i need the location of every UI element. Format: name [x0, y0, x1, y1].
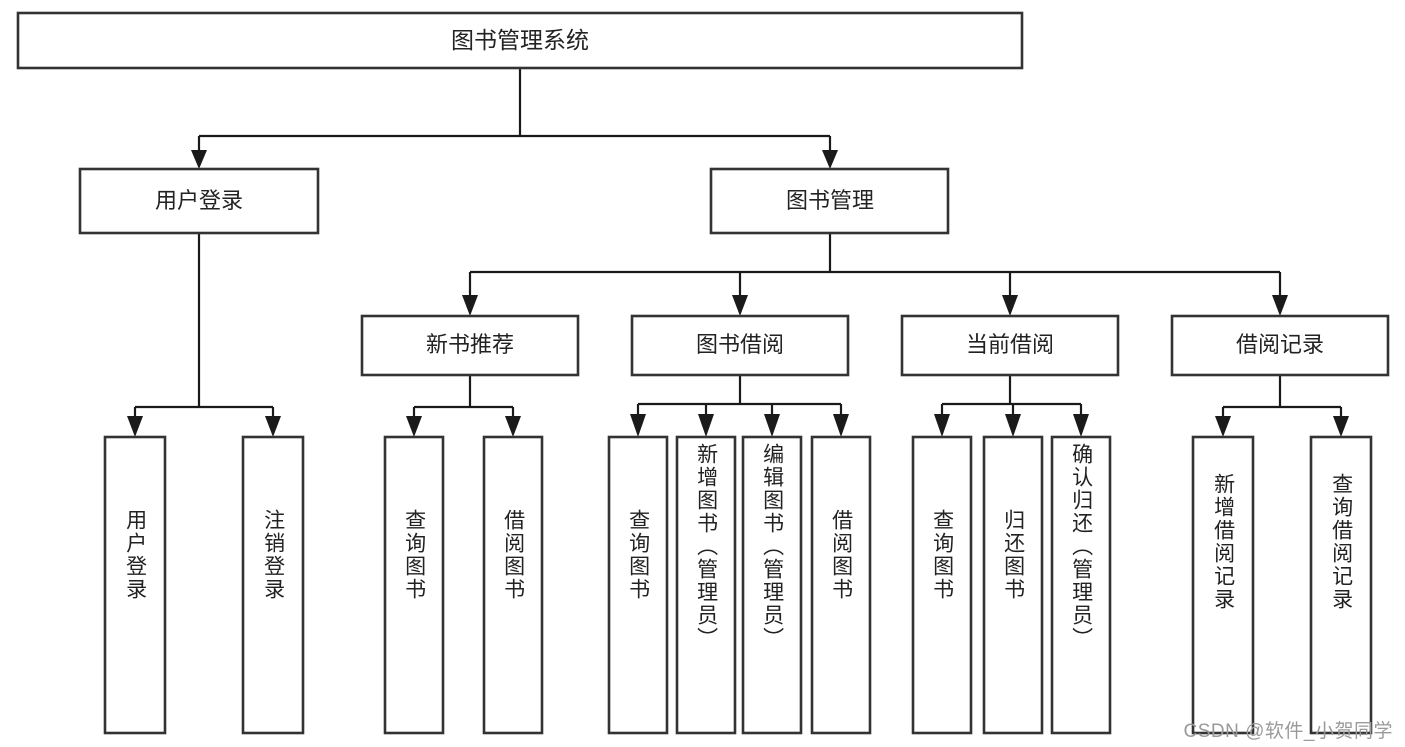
leaf-box-borrow-book-2[interactable]	[810, 435, 872, 735]
new-book-recommend-box[interactable]	[360, 314, 580, 377]
arrow-head-leaf-user-login	[127, 416, 143, 437]
arrow-head-user-login	[191, 150, 207, 169]
leaf-box-query-record[interactable]	[1309, 435, 1373, 735]
leaf-box-logout[interactable]	[241, 435, 305, 735]
user-login-label: 用户登录	[155, 188, 243, 213]
connector-group-borrow-record-to-leaves	[1215, 375, 1349, 437]
leaf-box-confirm-return[interactable]	[1050, 435, 1112, 735]
current-borrow-label: 当前借阅	[966, 332, 1054, 357]
leaf-boxes-group	[103, 435, 1373, 735]
arrow-head-borrow-record	[1272, 295, 1288, 316]
node-book-manage[interactable]: 图书管理	[709, 167, 950, 235]
arrow-head-leaf-add-record	[1215, 416, 1231, 437]
book-manage-box[interactable]	[709, 167, 950, 235]
arrow-head-leaf-query-book-1	[406, 416, 422, 437]
leaf-box-query-book-2[interactable]	[607, 435, 669, 735]
connector-group-book-manage-to-level3	[462, 233, 1288, 316]
node-new-book-recommend[interactable]: 新书推荐	[360, 314, 580, 377]
connector-group-current-borrow-to-leaves	[934, 375, 1089, 437]
node-borrow-record[interactable]: 借阅记录	[1170, 314, 1390, 377]
arrow-head-leaf-borrow-book-2	[833, 414, 849, 437]
book-manage-label: 图书管理	[786, 188, 874, 213]
book-borrow-box[interactable]	[630, 314, 850, 377]
leaf-box-return-book[interactable]	[982, 435, 1044, 735]
new-book-recommend-label: 新书推荐	[426, 332, 514, 357]
connector-group-root-to-level2	[191, 68, 838, 169]
arrow-head-leaf-logout	[265, 416, 281, 437]
book-borrow-label: 图书借阅	[696, 332, 784, 357]
arrow-head-leaf-borrow-book-1	[505, 416, 521, 437]
arrow-head-leaf-confirm-return	[1073, 414, 1089, 437]
connector-group-book-borrow-to-leaves	[630, 375, 849, 437]
current-borrow-box[interactable]	[900, 314, 1120, 377]
leaf-box-query-book-3[interactable]	[911, 435, 973, 735]
arrow-head-leaf-add-book	[698, 414, 714, 437]
arrow-head-current-borrow	[1002, 295, 1018, 316]
node-root[interactable]: 图书管理系统	[16, 11, 1024, 70]
arrow-head-book-manage	[822, 150, 838, 169]
leaf-box-user-login[interactable]	[103, 435, 167, 735]
arrow-head-book-borrow	[732, 295, 748, 316]
root-box[interactable]	[16, 11, 1024, 70]
arrow-head-leaf-edit-book	[764, 414, 780, 437]
arrow-head-leaf-query-book-2	[630, 414, 646, 437]
arrow-head-new-book-recommend	[462, 295, 478, 316]
arrow-head-leaf-return-book	[1005, 414, 1021, 437]
arrow-head-leaf-query-book-3	[934, 414, 950, 437]
connector-group-new-book-recommend-to-leaves	[406, 375, 521, 437]
leaf-box-query-book-1[interactable]	[383, 435, 445, 735]
borrow-record-box[interactable]	[1170, 314, 1390, 377]
node-book-borrow[interactable]: 图书借阅	[630, 314, 850, 377]
leaf-box-edit-book[interactable]	[741, 435, 803, 735]
connector-group-user-login-to-leaves	[127, 233, 281, 437]
leaf-box-add-record[interactable]	[1191, 435, 1255, 735]
node-current-borrow[interactable]: 当前借阅	[900, 314, 1120, 377]
leaf-box-add-book[interactable]	[675, 435, 737, 735]
root-label: 图书管理系统	[451, 27, 589, 53]
user-login-box[interactable]	[78, 167, 320, 235]
borrow-record-label: 借阅记录	[1236, 332, 1324, 357]
leaf-box-borrow-book-1[interactable]	[482, 435, 544, 735]
csdn-watermark: CSDN @软件_小贺同学	[1183, 721, 1393, 742]
arrow-head-leaf-query-record	[1333, 416, 1349, 437]
node-user-login[interactable]: 用户登录	[78, 167, 320, 235]
